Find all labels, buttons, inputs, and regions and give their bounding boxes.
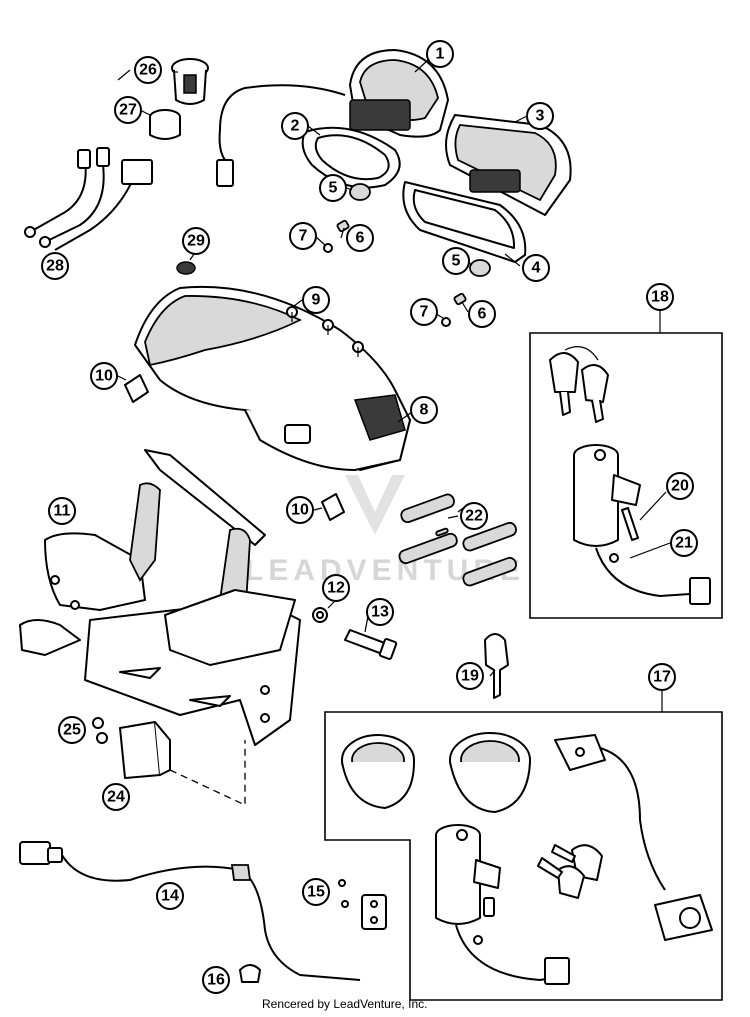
svg-text:10: 10 <box>95 368 113 385</box>
callout-5-upper: 5 <box>319 174 347 202</box>
callout-4: 4 <box>522 254 550 282</box>
callout-2: 2 <box>281 112 309 140</box>
speedometer-gauge <box>216 49 449 187</box>
callout-21: 21 <box>670 529 698 557</box>
keys-set-a <box>549 346 609 423</box>
callout-7-lower: 7 <box>410 298 438 326</box>
svg-text:6: 6 <box>356 230 365 247</box>
callout-25: 25 <box>58 716 86 744</box>
svg-text:28: 28 <box>46 258 64 275</box>
callout-22: 22 <box>460 502 488 530</box>
rubber-plug <box>176 261 196 275</box>
fasteners-12-13 <box>312 607 398 660</box>
svg-text:8: 8 <box>420 402 429 419</box>
connector-plate <box>338 879 387 930</box>
svg-text:18: 18 <box>651 289 669 306</box>
grommets <box>323 183 491 327</box>
callout-15: 15 <box>302 878 330 906</box>
callout-6-lower: 6 <box>468 300 496 328</box>
callout-9: 9 <box>302 286 330 314</box>
callout-27: 27 <box>114 96 142 124</box>
svg-text:26: 26 <box>139 62 157 79</box>
socket-cap <box>149 109 181 140</box>
clip-nut <box>124 374 345 521</box>
gauge-gasket <box>301 126 401 189</box>
svg-text:25: 25 <box>63 722 81 739</box>
svg-text:29: 29 <box>187 233 205 250</box>
svg-text:7: 7 <box>420 304 429 321</box>
callout-20: 20 <box>666 472 694 500</box>
callout-18: 18 <box>646 283 674 311</box>
svg-text:27: 27 <box>119 102 137 119</box>
screws <box>286 306 364 357</box>
callout-24: 24 <box>102 783 130 811</box>
svg-text:4: 4 <box>532 260 541 277</box>
fuel-caps <box>341 732 531 813</box>
ignition-lock-box <box>529 310 723 619</box>
callout-17: 17 <box>648 663 676 691</box>
svg-text:16: 16 <box>207 972 225 989</box>
svg-text:10: 10 <box>291 502 309 519</box>
blank-key <box>484 633 509 699</box>
svg-text:2: 2 <box>291 118 300 135</box>
callout-6-upper: 6 <box>346 224 374 252</box>
svg-text:24: 24 <box>107 789 125 806</box>
callout-7-upper: 7 <box>289 222 317 250</box>
clamp <box>239 964 261 983</box>
small-bracket <box>92 717 246 807</box>
callout-1: 1 <box>426 40 454 68</box>
svg-text:5: 5 <box>329 180 338 197</box>
svg-text:14: 14 <box>161 888 179 905</box>
callout-10-upper: 10 <box>90 362 118 390</box>
headlight-bracket <box>19 449 301 746</box>
svg-text:9: 9 <box>312 292 321 309</box>
svg-text:5: 5 <box>452 253 461 270</box>
ignition-cylinder-a <box>573 444 711 605</box>
svg-text:3: 3 <box>536 108 545 125</box>
callout-11: 11 <box>48 497 76 525</box>
svg-text:21: 21 <box>675 535 693 552</box>
keys-set-b <box>537 844 603 899</box>
svg-text:7: 7 <box>299 228 308 245</box>
headlight-mask <box>134 285 411 471</box>
svg-text:6: 6 <box>478 306 487 323</box>
svg-text:15: 15 <box>307 884 325 901</box>
callout-12: 12 <box>322 574 350 602</box>
callout-29: 29 <box>182 227 210 255</box>
rubber-tubes <box>398 493 517 587</box>
wiring-harness-long <box>19 841 361 981</box>
callout-28: 28 <box>41 252 69 280</box>
wiring-harness-short <box>24 147 153 251</box>
svg-text:13: 13 <box>371 604 389 621</box>
callout-3: 3 <box>526 102 554 130</box>
svg-text:11: 11 <box>54 503 71 520</box>
svg-text:22: 22 <box>465 508 483 525</box>
svg-text:12: 12 <box>327 580 345 597</box>
callout-8: 8 <box>410 396 438 424</box>
callout-13: 13 <box>366 598 394 626</box>
footer-credit: Rencered by LeadVenture, Inc. <box>262 997 427 1011</box>
tachometer-gasket <box>402 181 527 263</box>
svg-text:17: 17 <box>653 669 671 686</box>
seat-lock <box>554 734 713 941</box>
callout-5-lower: 5 <box>442 247 470 275</box>
callout-14: 14 <box>156 882 184 910</box>
callout-19: 19 <box>456 662 484 690</box>
power-socket <box>171 58 209 105</box>
tachometer-gauge <box>445 114 572 216</box>
callout-26: 26 <box>134 56 162 84</box>
lock-set-box <box>324 690 723 1001</box>
callout-10-lower: 10 <box>286 496 314 524</box>
callout-16: 16 <box>202 966 230 994</box>
svg-text:19: 19 <box>461 668 479 685</box>
svg-text:20: 20 <box>671 478 689 495</box>
ignition-cylinder-b <box>435 824 570 985</box>
svg-text:1: 1 <box>436 46 445 63</box>
